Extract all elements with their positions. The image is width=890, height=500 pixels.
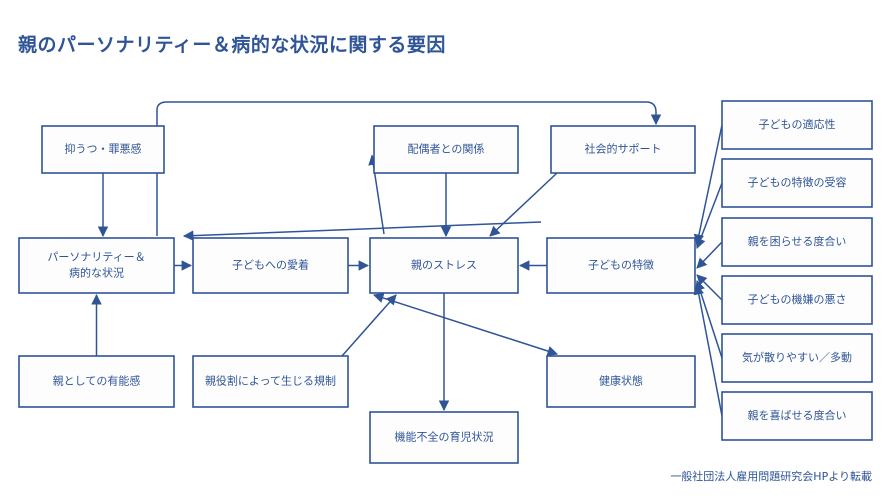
node-label: 子どもの機嫌の悪さ xyxy=(748,292,847,306)
node-label: 機能不全の育児状況 xyxy=(395,430,494,444)
node-label: 社会的サポート xyxy=(585,142,662,156)
page-title: 親のパーソナリティー＆病的な状況に関する要因 xyxy=(18,34,446,56)
node-label: 親役割によって生じる規制 xyxy=(205,374,336,388)
node-label: 子どもの特徴の受容 xyxy=(748,175,847,189)
edge-parent-stress-to-health xyxy=(373,292,558,357)
node-label: 親としての有能感 xyxy=(53,374,141,388)
node-box xyxy=(192,237,349,294)
node-label: 子どもの適応性 xyxy=(759,117,836,131)
node-role-restriction[interactable]: 親役割によって生じる規制 xyxy=(192,355,349,408)
node-box xyxy=(18,237,175,294)
node-label: 病的な状況 xyxy=(69,266,124,280)
edge-reinforcement-to-child-traits xyxy=(693,283,723,417)
node-reinforcement[interactable]: 親を喜ばせる度合い xyxy=(721,391,873,441)
node-label: 気が散りやすい／多動 xyxy=(742,350,852,364)
node-label: 健康状態 xyxy=(599,374,643,388)
node-box xyxy=(546,237,696,294)
node-social-support[interactable]: 社会的サポート xyxy=(550,125,696,174)
edge-child-traits-to-personality xyxy=(182,221,542,241)
node-spouse[interactable]: 配偶者との関係 xyxy=(373,125,519,174)
node-health[interactable]: 健康状態 xyxy=(546,355,696,408)
node-label: 配偶者との関係 xyxy=(408,143,485,156)
edge-social-support-to-parent-stress xyxy=(489,172,558,237)
edge-acceptance-to-child-traits xyxy=(695,182,723,249)
node-child-traits[interactable]: 子どもの特徴 xyxy=(546,237,696,294)
node-label: 親のストレス xyxy=(411,259,477,272)
node-box xyxy=(721,217,873,267)
node-label: 親を喜ばせる度合い xyxy=(748,408,847,422)
node-box xyxy=(550,125,696,174)
node-box xyxy=(721,100,873,150)
edge-role-restriction-to-parent-stress xyxy=(341,294,397,357)
node-label: パーソナリティー＆ xyxy=(47,251,145,264)
node-box xyxy=(18,355,175,408)
edge-demandingness-to-child-traits xyxy=(696,241,723,269)
node-box xyxy=(721,333,873,383)
footer-note: 一般社団法人雇用問題研究会HPより転載 xyxy=(670,470,872,483)
node-box xyxy=(721,275,873,325)
node-box xyxy=(192,355,349,408)
node-acceptance[interactable]: 子どもの特徴の受容 xyxy=(721,158,873,208)
node-box xyxy=(721,391,873,441)
edge-adaptability-to-child-traits xyxy=(693,124,723,246)
edge-personality-to-social-support xyxy=(156,101,662,236)
node-competence[interactable]: 親としての有能感 xyxy=(18,355,175,408)
node-attachment[interactable]: 子どもへの愛着 xyxy=(192,237,349,294)
node-personality[interactable]: パーソナリティー＆ 病的な状況 xyxy=(18,237,175,294)
node-label: 子どもの特徴 xyxy=(588,258,654,272)
node-parent-stress[interactable]: 親のストレス xyxy=(369,237,519,294)
node-mood[interactable]: 子どもの機嫌の悪さ xyxy=(721,275,873,325)
edge-distractibility-to-child-traits xyxy=(694,280,723,359)
node-box xyxy=(369,237,519,294)
node-adaptability[interactable]: 子どもの適応性 xyxy=(721,100,873,150)
node-box xyxy=(721,158,873,208)
edge-mood-to-child-traits xyxy=(696,274,723,301)
node-label: 親を困らせる度合い xyxy=(748,234,847,248)
node-label: 子どもへの愛着 xyxy=(232,258,309,272)
node-label: 抑うつ・罪悪感 xyxy=(65,142,142,156)
node-box xyxy=(41,125,165,174)
edge-layer xyxy=(91,101,723,417)
node-distractibility[interactable]: 気が散りやすい／多動 xyxy=(721,333,873,383)
node-box xyxy=(373,125,519,174)
node-demandingness[interactable]: 親を困らせる度合い xyxy=(721,217,873,267)
node-depression[interactable]: 抑うつ・罪悪感 xyxy=(41,125,165,174)
node-dysfunctional[interactable]: 機能不全の育児状況 xyxy=(369,411,519,464)
node-box xyxy=(369,411,519,464)
node-box xyxy=(546,355,696,408)
